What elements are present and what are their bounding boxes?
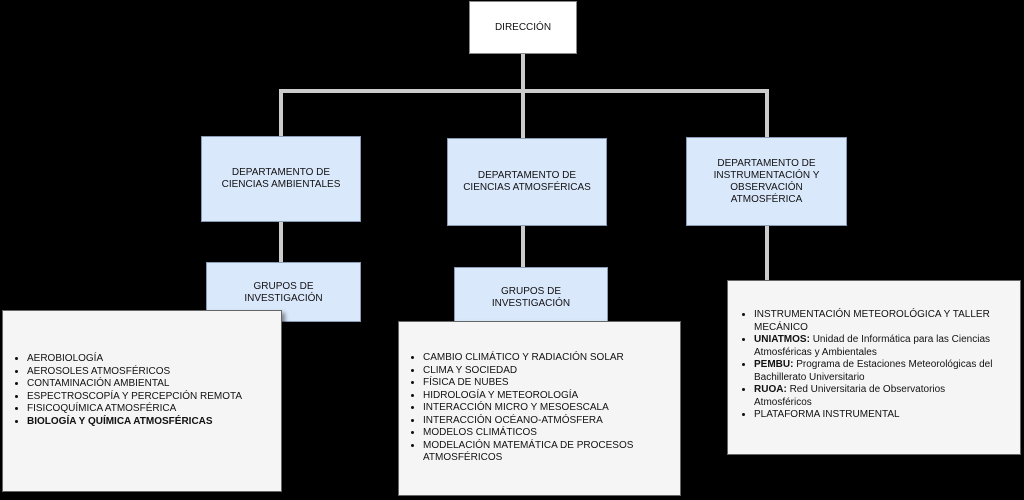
list-instrumentacion-items: INSTRUMENTACIÓN METEOROLÓGICA Y TALLER M… [736, 309, 1002, 422]
list-item: INSTRUMENTACIÓN METEOROLÓGICA Y TALLER M… [754, 309, 1002, 334]
list-item: CLIMA Y SOCIEDAD [423, 365, 670, 378]
dept-ciencias-atmosfericas-label: DEPARTAMENTO DE CIENCIAS ATMOSFÉRICAS [463, 170, 591, 193]
list-item: FÍSICA DE NUBES [423, 377, 670, 390]
dept-ciencias-ambientales-label: DEPARTAMENTO DE CIENCIAS AMBIENTALES [221, 167, 341, 190]
list-item: INTERACCIÓN MICRO Y MESOESCALA [423, 402, 670, 415]
dept-instrumentacion-label: DEPARTAMENTO DE INSTRUMENTACIÓN Y OBSERV… [713, 157, 820, 205]
list-ciencias-atmosfericas: CAMBIO CLIMÁTICO Y RADIACIÓN SOLAR CLIMA… [398, 321, 681, 496]
list-instrumentacion: INSTRUMENTACIÓN METEOROLÓGICA Y TALLER M… [727, 280, 1021, 455]
list-item: MODELACIÓN MATEMÁTICA DE PROCESOS ATMOSF… [423, 440, 670, 465]
connector-dept2-up [521, 89, 525, 139]
list-ciencias-ambientales-items: AEROBIOLOGÍA AEROSOLES ATMOSFÉRICOS CONT… [9, 353, 275, 428]
grupos-investigacion-atmosfericas-label: GRUPOS DE INVESTIGACIÓN [491, 286, 571, 309]
connector-dept1-group [279, 222, 283, 264]
connector-dept1-up [279, 89, 283, 137]
list-item: MODELOS CLIMÁTICOS [423, 427, 670, 440]
list-ciencias-ambientales: AEROBIOLOGÍA AEROSOLES ATMOSFÉRICOS CONT… [2, 310, 282, 492]
list-ciencias-atmosfericas-items: CAMBIO CLIMÁTICO Y RADIACIÓN SOLAR CLIMA… [405, 352, 670, 465]
direccion-label: DIRECCIÓN [494, 21, 552, 33]
list-item: PEMBU: Programa de Estaciones Meteorológ… [754, 359, 1002, 384]
connector-root-down [521, 53, 525, 92]
list-item: PLATAFORMA INSTRUMENTAL [754, 409, 1002, 422]
list-item: INTERACCIÓN OCÉANO-ATMÓSFERA [423, 415, 670, 428]
list-item: CAMBIO CLIMÁTICO Y RADIACIÓN SOLAR [423, 352, 670, 365]
list-item: BIOLOGÍA Y QUÍMICA ATMOSFÉRICAS [27, 416, 275, 429]
grupos-investigacion-atmosfericas: GRUPOS DE INVESTIGACIÓN [454, 267, 608, 323]
list-item: ESPECTROSCOPÍA Y PERCEPCIÓN REMOTA [27, 391, 275, 404]
connector-dept2-group [521, 226, 525, 269]
list-item: HIDROLOGÍA Y METEOROLOGÍA [423, 390, 670, 403]
list-item: AEROSOLES ATMOSFÉRICOS [27, 366, 275, 379]
dept-ciencias-ambientales: DEPARTAMENTO DE CIENCIAS AMBIENTALES [201, 136, 361, 222]
connector-dept3-up [765, 89, 769, 138]
list-item: UNIATMOS: Unidad de Informática para las… [754, 334, 1002, 359]
dept-instrumentacion: DEPARTAMENTO DE INSTRUMENTACIÓN Y OBSERV… [686, 137, 847, 226]
connector-dept3-list [765, 226, 769, 281]
list-item: RUOA: Red Universitaria de Observatorios… [754, 384, 1002, 409]
list-item: CONTAMINACIÓN AMBIENTAL [27, 378, 275, 391]
dept-ciencias-atmosfericas: DEPARTAMENTO DE CIENCIAS ATMOSFÉRICAS [447, 138, 607, 226]
direccion-box: DIRECCIÓN [469, 1, 577, 54]
grupos-investigacion-ambientales-label: GRUPOS DE INVESTIGACIÓN [244, 281, 323, 304]
list-item: AEROBIOLOGÍA [27, 353, 275, 366]
list-item: FISICOQUÍMICA ATMOSFÉRICA [27, 403, 275, 416]
